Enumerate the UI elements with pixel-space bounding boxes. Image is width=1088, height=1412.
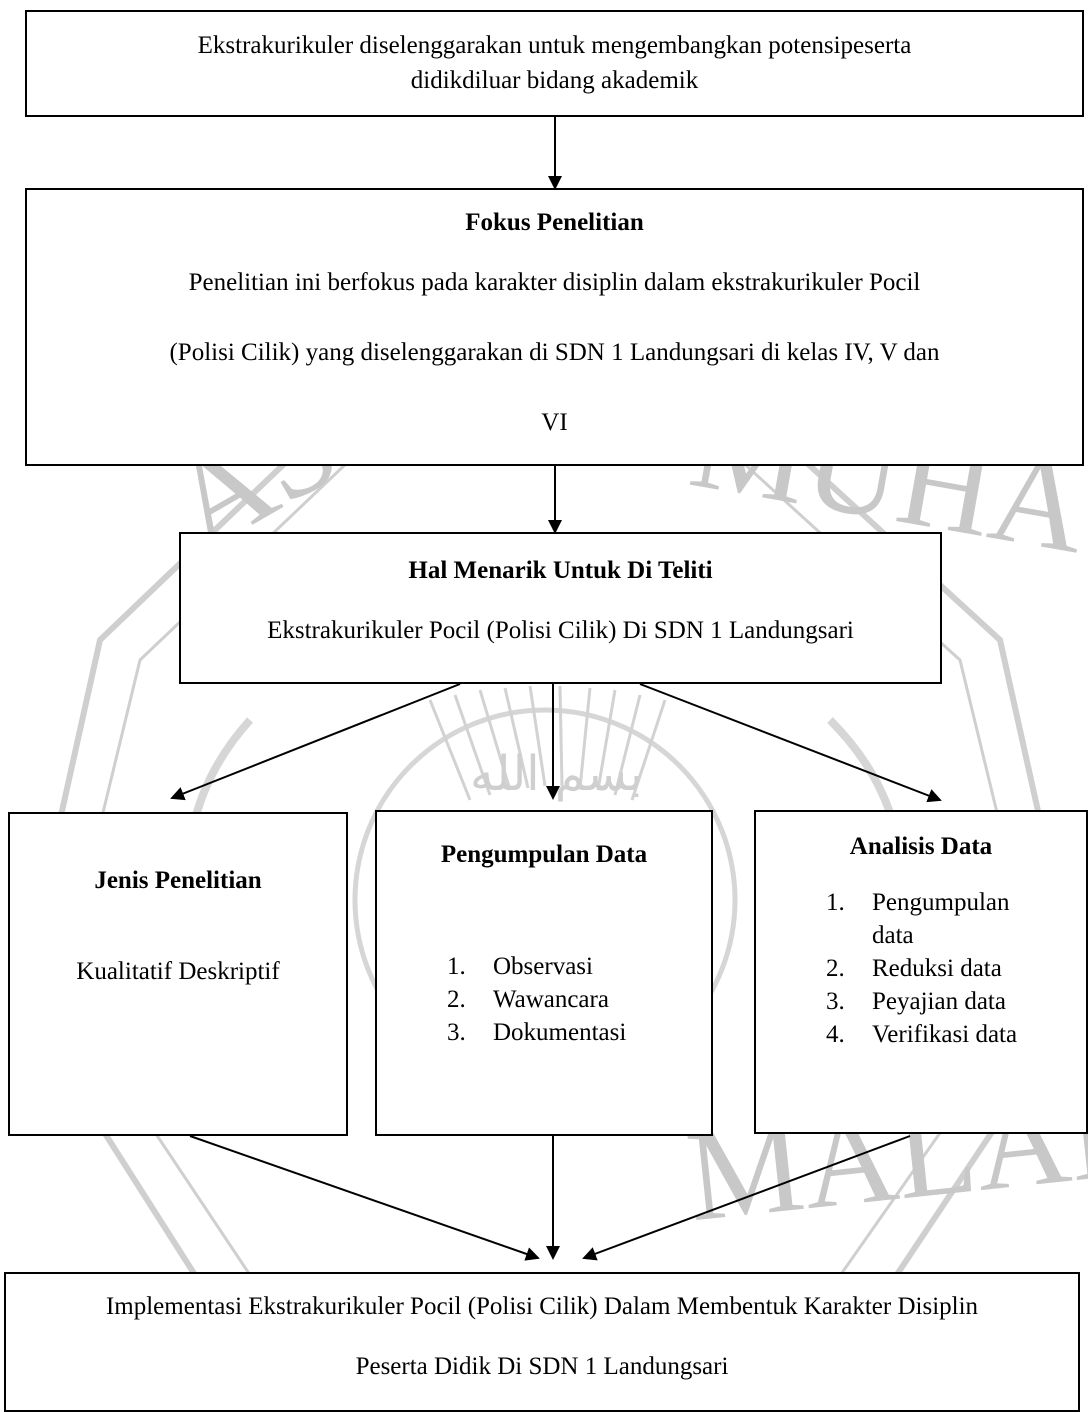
jenis-penelitian-box: Jenis Penelitian Kualitatif Deskriptif: [8, 812, 348, 1136]
list-item: 3.Dokumentasi: [447, 1019, 627, 1046]
pengumpulan-list: 1.Observasi 2.Wawancara 3.Dokumentasi: [447, 950, 626, 1049]
hal-text: Ekstrakurikuler Pocil (Polisi Cilik) Di …: [267, 617, 854, 644]
intro-line-2: didikdiluar bidang akademik: [410, 67, 699, 94]
pengumpulan-data-box: Pengumpulan Data 1.Observasi 2.Wawancara…: [375, 810, 713, 1136]
fokus-penelitian-box: Fokus Penelitian Penelitian ini berfokus…: [25, 188, 1084, 466]
fokus-line-1: Penelitian ini berfokus pada karakter di…: [188, 269, 921, 296]
list-item: 1.Observasi: [447, 953, 593, 980]
fokus-title: Fokus Penelitian: [465, 209, 644, 236]
intro-line-1: Ekstrakurikuler diselenggarakan untuk me…: [197, 32, 912, 59]
arrow-jenis-to-bottom: [189, 1135, 540, 1261]
fokus-line-3: VI: [541, 409, 568, 436]
list-item: 2.Reduksi data: [826, 955, 1002, 982]
arrow-hal-to-jenis: [170, 683, 461, 801]
intro-box: Ekstrakurikuler diselenggarakan untuk me…: [25, 10, 1084, 117]
fokus-line-2: (Polisi Cilik) yang diselenggarakan di S…: [169, 339, 940, 366]
pengumpulan-title: Pengumpulan Data: [440, 841, 648, 868]
list-item: 3.Peyajian data: [826, 988, 1006, 1015]
list-item: 2.Wawancara: [447, 986, 609, 1013]
jenis-text: Kualitatif Deskriptif: [76, 958, 280, 985]
hal-title: Hal Menarik Untuk Di Teliti: [408, 557, 713, 584]
jenis-title: Jenis Penelitian: [94, 867, 262, 894]
implementasi-line-2: Peserta Didik Di SDN 1 Landungsari: [355, 1353, 729, 1380]
hal-menarik-box: Hal Menarik Untuk Di Teliti Ekstrakuriku…: [179, 532, 942, 684]
list-item: 4.Verifikasi data: [826, 1021, 1018, 1048]
implementasi-line-1: Implementasi Ekstrakurikuler Pocil (Poli…: [105, 1293, 979, 1320]
implementasi-box: Implementasi Ekstrakurikuler Pocil (Poli…: [4, 1272, 1080, 1412]
arrow-analisis-to-bottom: [582, 1135, 911, 1261]
arrow-hal-to-analisis: [639, 683, 942, 803]
analisis-title: Analisis Data: [849, 833, 993, 860]
